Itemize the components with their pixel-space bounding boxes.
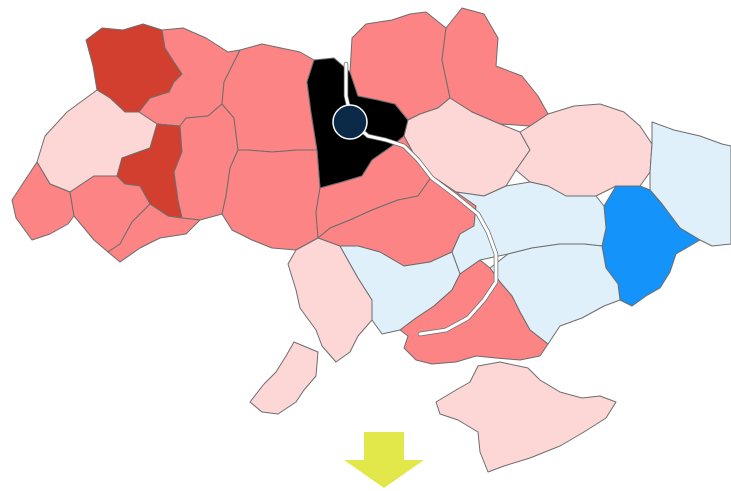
region-chernivtsi[interactable] — [107, 203, 201, 263]
region-crimea[interactable] — [435, 361, 617, 473]
region-zhytomyr[interactable] — [221, 43, 318, 153]
region-zakarpattia[interactable] — [11, 161, 75, 241]
down-arrow-icon[interactable] — [344, 432, 424, 488]
kyiv-city-marker[interactable] — [332, 104, 368, 140]
region-vinnytsia[interactable] — [221, 149, 321, 251]
